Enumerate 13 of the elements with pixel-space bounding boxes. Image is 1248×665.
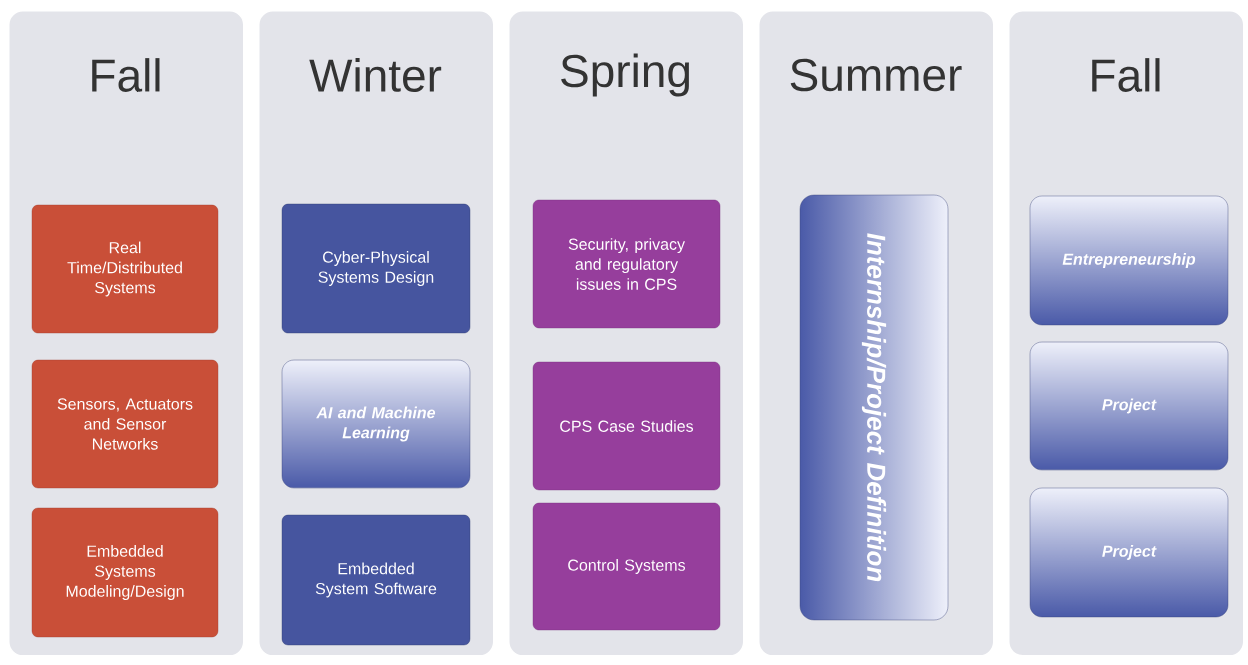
course-box: AI and Machine Learning (281, 359, 471, 489)
course-box: Security, privacy and regulatory issues in CPS (532, 199, 721, 329)
course-box: Embedded System Software (281, 514, 471, 646)
course-box: CPS Case Studies (532, 361, 721, 491)
course-box: Cyber-Physical Systems Design (281, 203, 471, 334)
course-box: Embedded Systems Modeling/Design (31, 507, 219, 638)
course-box: Entrepreneurship (1029, 195, 1229, 326)
course-box: Real Time/Distributed Systems (31, 204, 219, 334)
course-box: Project (1029, 341, 1229, 471)
course-box: Project (1029, 487, 1229, 618)
course-box: Control Systems (532, 502, 721, 631)
course-box: Internship/Project Definition (799, 194, 949, 621)
course-box: Sensors, Actuators and Sensor Networks (31, 359, 219, 489)
